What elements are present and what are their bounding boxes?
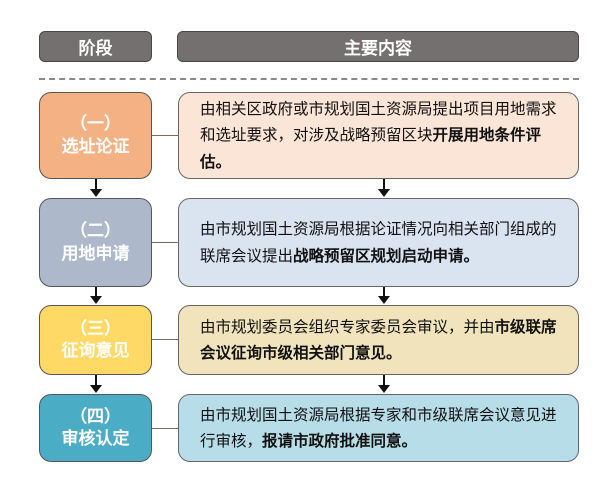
connector-line <box>152 242 178 243</box>
content-text: 由市规划委员会组织专家委员会审议，并由 <box>200 317 495 336</box>
content-text: 由相关区政府或市规划国土资源局提出项目用地需求和选址要求，对涉及战略预留区块 <box>200 99 557 145</box>
stage-number: （三） <box>70 318 121 339</box>
stage-number: （二） <box>70 221 121 242</box>
content-highlight: 战略预留区规划启动申请。 <box>293 246 480 265</box>
stage-column-header: 阶段 <box>39 31 152 62</box>
content-text: 由市规划国土资源局根据论证情况向相关部门组成的联席会议提出 <box>200 220 557 265</box>
content-box-4: 由市规划国土资源局根据专家和市级联席会议意见进行审核，报请市政府批准同意。 <box>178 394 579 462</box>
stage-title: 选址论证 <box>61 136 130 157</box>
content-box-3: 由市规划委员会组织专家委员会审议，并由市级联席会议征询市级相关部门意见。 <box>178 305 579 375</box>
stage-number: （一） <box>70 114 121 135</box>
stage-box-1: （一） 选址论证 <box>39 92 152 179</box>
stage-title: 审核认定 <box>61 429 130 449</box>
content-highlight: 报请市政府批准同意。 <box>262 432 418 450</box>
content-column-header: 主要内容 <box>177 31 579 62</box>
connector-line <box>152 428 178 429</box>
stage-number: （四） <box>70 406 121 427</box>
content-highlight: 开展用地条件评估。 <box>200 126 542 171</box>
stage-title: 征询意见 <box>61 341 130 361</box>
connector-line <box>152 339 178 340</box>
connector-line <box>152 135 178 136</box>
stage-box-3: （三） 征询意见 <box>39 305 152 375</box>
stage-title: 用地申请 <box>61 243 130 264</box>
stage-box-2: （二） 用地申请 <box>39 198 152 287</box>
content-highlight: 市级联席会议征询市级相关部门意见。 <box>200 317 557 362</box>
header-divider <box>39 78 579 80</box>
content-box-2: 由市规划国土资源局根据论证情况向相关部门组成的联席会议提出战略预留区规划启动申请… <box>178 198 579 287</box>
content-box-1: 由相关区政府或市规划国土资源局提出项目用地需求和选址要求，对涉及战略预留区块开展… <box>178 92 579 179</box>
stage-box-4: （四） 审核认定 <box>39 394 152 462</box>
content-text: 由市规划国土资源局根据专家和市级联席会议意见进行审核， <box>200 405 557 450</box>
